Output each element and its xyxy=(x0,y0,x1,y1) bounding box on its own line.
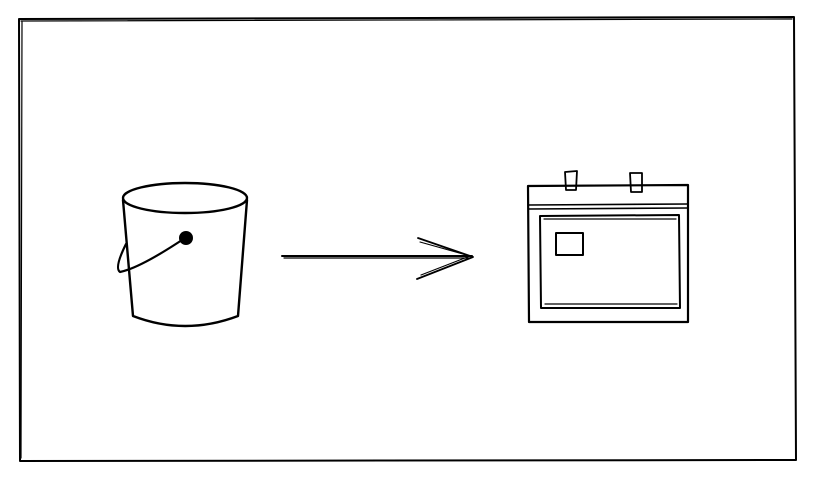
arrow-connector xyxy=(281,237,474,280)
bucket-icon xyxy=(116,181,249,328)
calendar-ring-left xyxy=(564,170,578,191)
calendar-ring-right xyxy=(629,172,643,193)
frame-border xyxy=(18,16,797,462)
bucket-handle-rivet xyxy=(179,231,193,245)
calendar-icon xyxy=(526,170,690,324)
calendar-event-square xyxy=(555,232,584,256)
